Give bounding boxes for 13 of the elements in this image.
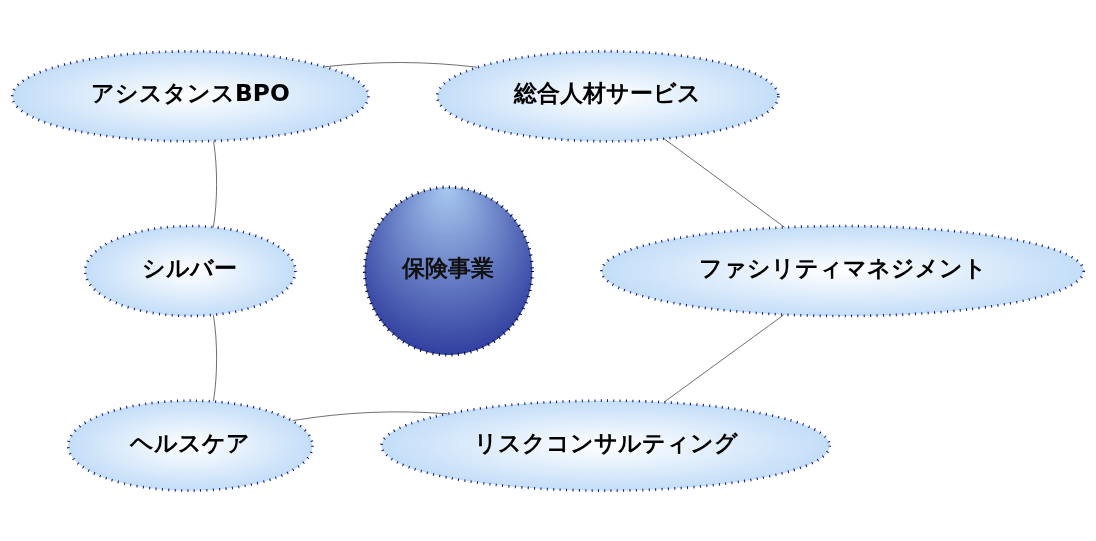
- node-ellipse: リスクコンサルティング: [380, 398, 832, 492]
- node-circle: 保険事業: [362, 185, 534, 357]
- connector: [663, 314, 785, 402]
- node-ellipse: ヘルスケア: [66, 398, 314, 492]
- connector: [292, 410, 448, 421]
- node-ellipse: 総合人材サービス: [435, 49, 780, 143]
- node-ellipse: シルバー: [83, 224, 297, 317]
- connector: [663, 138, 785, 228]
- node-ellipse: アシスタンスBPO: [10, 49, 370, 143]
- connector: [213, 140, 218, 227]
- node-ellipse: ファシリティマネジメント: [600, 224, 1085, 317]
- connector: [324, 61, 478, 68]
- connector: [213, 314, 218, 402]
